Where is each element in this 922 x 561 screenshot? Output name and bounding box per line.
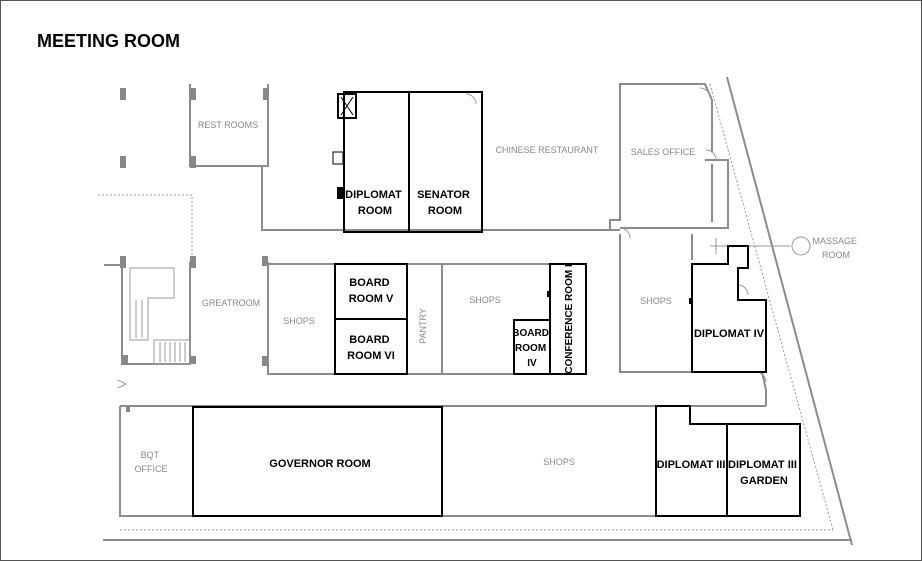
board-room-vi-label: BOARD ROOM VI [347,334,395,362]
building-walls [98,76,853,546]
page-title: MEETING ROOM [37,31,180,51]
chinese-restaurant-label: CHINESE RESTAURANT [496,145,599,155]
shops-label-bottom: SHOPS [543,457,575,467]
shops-label-left: SHOPS [283,316,315,326]
diplomat-iv-label: DIPLOMAT IV [694,328,765,340]
board-room-iv-label: BOARD ROOM IV [512,328,551,369]
sales-office-label: SALES OFFICE [631,147,696,157]
bqt-office-label: BQT OFFICE [135,450,168,474]
rest-rooms-label: REST ROOMS [198,120,258,130]
shops-label-middle: SHOPS [469,295,501,305]
greatroom-label: GREATROOM [202,298,260,308]
diplomat-iii-garden-label: DIPLOMAT III GARDEN [728,459,800,487]
pantry-label: PANTRY [418,308,428,344]
meeting-rooms [192,91,801,517]
conference-room-i-label: CONFERENCE ROOM I [564,264,575,374]
massage-room-label: MASSAGE ROOM [812,236,859,260]
diplomat-iii-label: DIPLOMAT III [657,459,726,471]
governor-room-label: GOVERNOR ROOM [269,458,370,470]
board-room-v-label: BOARD ROOM V [349,277,394,305]
senator-room-label: SENATOR ROOM [417,189,473,217]
diplomat-room-label: DIPLOMAT ROOM [345,189,405,217]
shops-label-right: SHOPS [640,296,672,306]
